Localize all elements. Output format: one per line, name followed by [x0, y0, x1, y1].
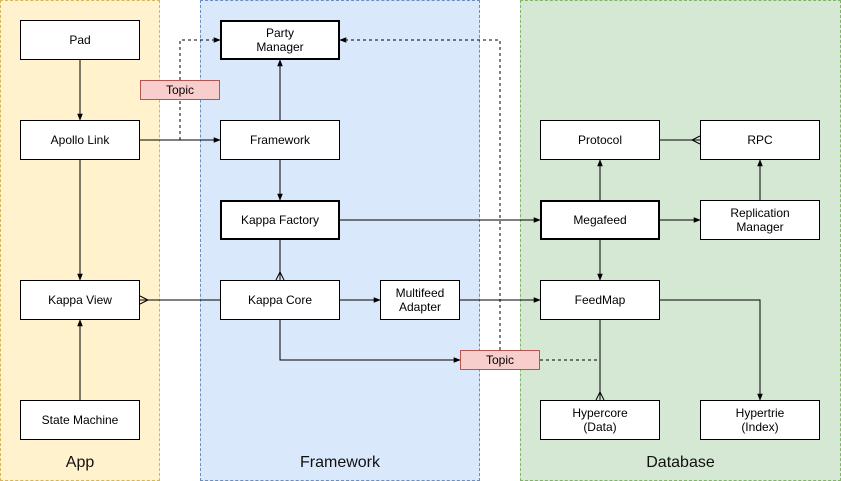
- crowfoot-core: [275, 270, 285, 281]
- database-group-title: Database: [646, 454, 715, 471]
- edge-topic-party-dashed: [339, 37, 501, 350]
- node-state-machine[interactable]: State Machine: [20, 400, 140, 440]
- node-multifeed-adapter[interactable]: Multifeed Adapter: [380, 280, 460, 320]
- node-protocol[interactable]: Protocol: [540, 120, 660, 160]
- framework-group: Framework: [200, 0, 480, 481]
- node-kappa-factory[interactable]: Kappa Factory: [220, 200, 340, 240]
- node-hypertrie[interactable]: Hypertrie (Index): [700, 400, 820, 440]
- node-feedmap[interactable]: FeedMap: [540, 280, 660, 320]
- edge-apollo-party-dashed: [179, 37, 221, 140]
- crowfoot-hypercore: [595, 390, 605, 401]
- topic-tag-bottom[interactable]: Topic: [460, 350, 540, 370]
- node-rpc[interactable]: RPC: [700, 120, 820, 160]
- node-pad[interactable]: Pad: [20, 20, 140, 60]
- node-megafeed[interactable]: Megafeed: [540, 200, 660, 240]
- node-replication-manager[interactable]: Replication Manager: [700, 200, 820, 240]
- crowfoot-view: [139, 295, 150, 305]
- node-apollo-link[interactable]: Apollo Link: [20, 120, 140, 160]
- topic-tag-top[interactable]: Topic: [140, 80, 220, 100]
- node-kappa-core[interactable]: Kappa Core: [220, 280, 340, 320]
- node-kappa-view[interactable]: Kappa View: [20, 280, 140, 320]
- node-framework[interactable]: Framework: [220, 120, 340, 160]
- edge-core-topic: [279, 320, 461, 363]
- node-hypercore[interactable]: Hypercore (Data): [540, 400, 660, 440]
- app-group-title: App: [65, 454, 95, 471]
- node-party-manager[interactable]: Party Manager: [220, 20, 340, 60]
- crowfoot-rpc: [690, 135, 701, 145]
- framework-group-title: Framework: [299, 454, 380, 471]
- edge-feedmap-hypertrie: [660, 299, 763, 401]
